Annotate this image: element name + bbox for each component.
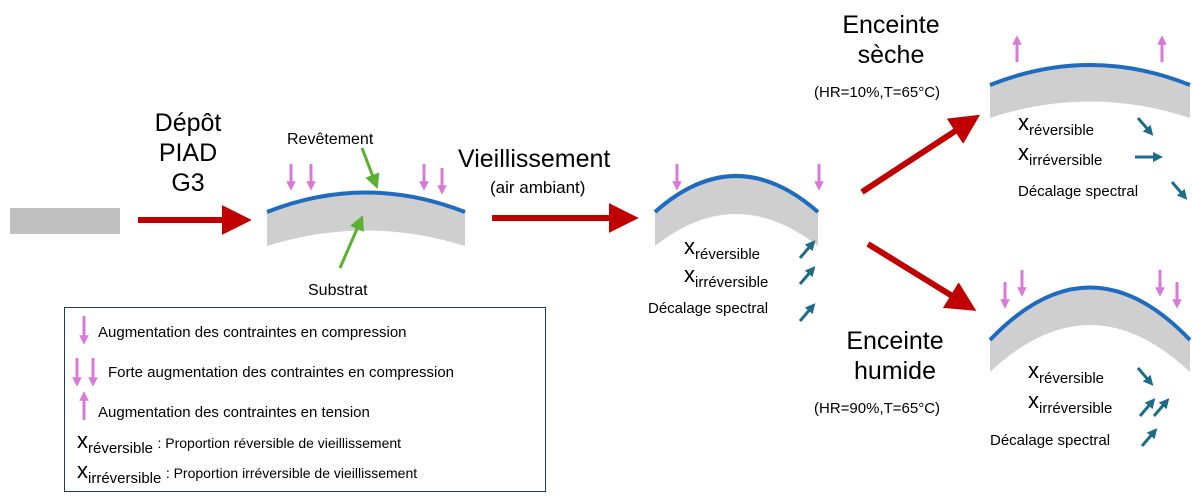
substrate-label: Substrat [308, 282, 368, 299]
x-irreversible-label: xirréversible [1018, 140, 1103, 169]
x-reversible-label: xréversible [1018, 110, 1095, 139]
teal-up-trend-arrow-icon [798, 240, 816, 259]
ageing-title: Vieillissement [458, 145, 611, 173]
step1-label: Dépôt PIAD G3 [138, 108, 238, 198]
substrate-curved [990, 65, 1190, 118]
x-irreversible-label: xirréversible [684, 262, 769, 291]
coating-layer [653, 174, 820, 214]
x-irreversible-label: xirréversible [1028, 388, 1113, 417]
coating-layer [266, 190, 466, 214]
green-pointer-arrow-icon [338, 215, 364, 269]
flat-substrate [10, 208, 120, 234]
dry-title-line1: Enceinte [842, 11, 940, 39]
step1-line1: Dépôt [154, 109, 222, 137]
teal-up-trend-arrow-icon [798, 266, 816, 285]
coating-layer [988, 285, 1192, 342]
spectral-shift-label: Décalage spectral [1018, 183, 1139, 200]
humid-title-line1: Enceinte [846, 327, 944, 355]
humid-title-line2: humide [854, 357, 936, 385]
teal-up-trend-arrow-icon [1152, 398, 1170, 417]
spectral-shift-label: Décalage spectral [648, 300, 769, 317]
teal-up-trend-arrow-icon [1138, 398, 1156, 417]
legend: Augmentation des contraintes en compress… [64, 307, 546, 492]
teal-up-trend-arrow-icon [798, 303, 816, 322]
teal-down-trend-arrow-icon [1170, 181, 1188, 200]
dry-chamber-title: Enceinte sèche [822, 10, 960, 70]
red-process-arrow-icon [866, 241, 977, 311]
x-reversible-label: xréversible [1028, 358, 1105, 387]
teal-up-trend-arrow-icon [1140, 428, 1158, 447]
legend-compression: Augmentation des contraintes en compress… [98, 324, 407, 341]
green-pointer-arrow-icon [360, 147, 380, 190]
teal-down-trend-arrow-icon [1136, 367, 1154, 386]
legend-strong-compression: Forte augmentation des contraintes en co… [108, 364, 455, 381]
humid-conditions: (HR=90%,T=65°C) [814, 400, 941, 417]
ageing-subtitle: (air ambiant) [490, 178, 586, 197]
spectral-shift-label: Décalage spectral [990, 432, 1111, 449]
substrate-curved [655, 176, 818, 246]
red-process-arrow-icon [860, 114, 981, 195]
legend-tension: Augmentation des contraintes en tension [98, 404, 370, 421]
teal-down-trend-arrow-icon [1136, 117, 1154, 136]
humid-chamber-title: Enceinte humide [826, 326, 964, 386]
coating-label: Revêtement [287, 131, 374, 148]
dry-title-line2: sèche [857, 41, 925, 69]
substrate-curved [990, 287, 1190, 372]
step1-line2: PIAD [158, 139, 218, 167]
dry-conditions: (HR=10%,T=65°C) [814, 84, 941, 101]
legend-reversible: xréversible : Proportion réversible de v… [77, 428, 402, 457]
coating-layer [989, 63, 1191, 87]
legend-irreversible: xirréversible : Proportion irréversible … [77, 458, 418, 487]
step1-line3: G3 [171, 169, 205, 197]
substrate-curved [267, 192, 465, 246]
x-reversible-label: xréversible [684, 234, 761, 263]
